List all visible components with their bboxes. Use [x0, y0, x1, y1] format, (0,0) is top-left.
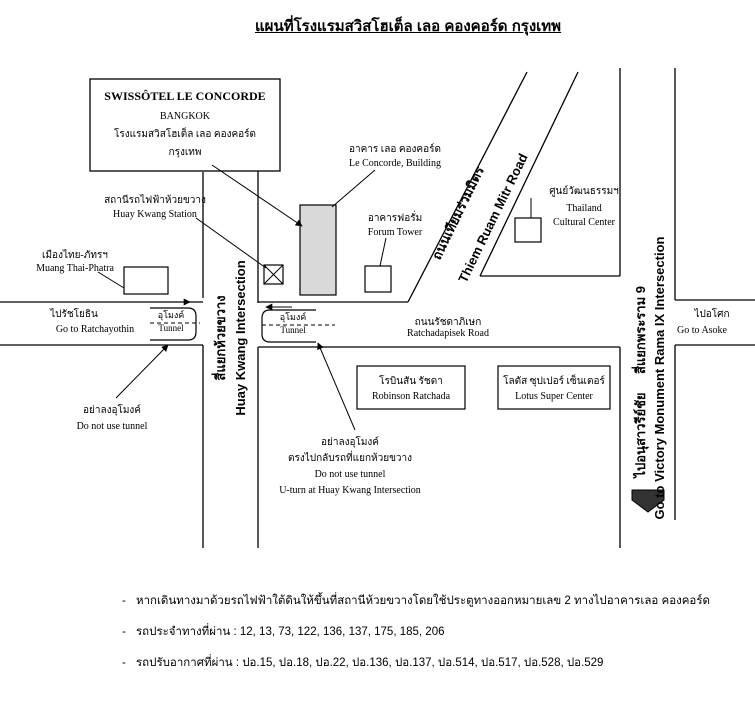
victory-label-th: ไปอนุสาวรีย์ชัย: [632, 392, 649, 479]
asoke-label-th: ไปอโศก: [693, 307, 729, 320]
left-tunnel-label-en: Tunnel: [158, 323, 184, 333]
hotel-city-th: กรุงเทพ: [169, 147, 202, 158]
thiem-road-left-edge: [407, 71, 528, 303]
hotel-name-en: SWISSÔTEL LE CONCORDE: [104, 89, 265, 103]
hotel-city-en: BANGKOK: [160, 111, 211, 122]
cultural-label-th: ศูนย์วัฒนธรรมฯ: [549, 185, 619, 197]
hotel-pointer-arrow: [211, 164, 303, 227]
note-bus-text: รถประจำทางที่ผ่าน : 12, 13, 73, 122, 136…: [136, 626, 445, 638]
robinson-label-th: โรบินสัน รัชดา: [379, 374, 443, 387]
left-tunnel-warning-arrow: [115, 344, 169, 399]
lotus-label-th: โลตัส ซุปเปอร์ เซ็นเตอร์: [503, 373, 605, 387]
right-tunnel-warning-arrow: [317, 342, 356, 431]
right-warning-en-2: U-turn at Huay Kwang Intersection: [279, 485, 421, 496]
right-warning-en-1: Do not use tunnel: [315, 469, 386, 480]
muang-label-th: เมืองไทย-ภัทรฯ: [42, 249, 108, 261]
forum-tower-building: [364, 265, 392, 293]
right-warning-th-2: ตรงไปกลับรถที่แยกห้วยขวาง: [288, 450, 412, 464]
right-tunnel-label-th: อุโมงค์: [280, 311, 307, 323]
note-mrt-text: หากเดินทางมาด้วยรถไฟฟ้าใต้ดินให้ขึ้นที่ส…: [136, 595, 710, 607]
note-mrt: -หากเดินทางมาด้วยรถไฟฟ้าใต้ดินให้ขึ้นที่…: [122, 595, 710, 607]
right-warning-th-1: อย่าลงอุโมงค์: [321, 435, 379, 448]
forum-pointer: [379, 237, 387, 267]
note-bus: -รถประจำทางที่ผ่าน : 12, 13, 73, 122, 13…: [122, 626, 445, 638]
muang-thai-building: [123, 266, 169, 295]
ratcha-road-label-th: ถนนรัชดาภิเษก: [415, 317, 482, 328]
ratcha-road-label-en: Ratchadapisek Road: [407, 328, 489, 339]
thiem-road-right-edge: [479, 71, 579, 277]
muang-pointer: [97, 271, 125, 289]
station-pointer: [195, 217, 267, 269]
asoke-label-en: Go to Asoke: [677, 325, 728, 336]
hotel-name-th: โรงแรมสวิสโฮเต็ล เลอ คองคอร์ด: [114, 126, 256, 140]
le-concorde-label-en: Le Concorde, Building: [349, 158, 441, 169]
rama9-label-en: Go to Victory Monument Rama IX Intersect…: [652, 236, 667, 519]
le-concorde-label-th: อาคาร เลอ คองคอร์ด: [349, 143, 441, 155]
station-label-en: Huay Kwang Station: [113, 209, 197, 220]
le-concorde-building: [299, 204, 337, 296]
left-warning-th: อย่าลงอุโมงค์: [83, 403, 141, 416]
lotus-label-en: Lotus Super Center: [515, 391, 593, 402]
forum-label-th: อาคารฟอรั่ม: [368, 210, 422, 224]
forum-label-en: Forum Tower: [368, 227, 423, 238]
tunnel-left: [150, 307, 200, 341]
left-tunnel-label-th: อุโมงค์: [158, 309, 185, 321]
le-concorde-pointer: [331, 169, 376, 208]
ratchayothin-label-th: ไปรัชโยธิน: [49, 307, 98, 320]
station-label-th: สถานีรถไฟฟ้าห้วยขวาง: [104, 194, 206, 206]
left-warning-en: Do not use tunnel: [77, 421, 148, 432]
down-arrow-icon: [631, 489, 665, 513]
hotel-box: [89, 78, 281, 172]
note-ac-bus: -รถปรับอากาศที่ผ่าน : ปอ.15, ปอ.18, ปอ.2…: [122, 657, 604, 669]
lotus-building: [497, 365, 611, 410]
cultural-label-en-1: Thailand: [566, 203, 602, 214]
muang-label-en: Muang Thai-Phatra: [36, 263, 114, 274]
right-tunnel-label-en: Tunnel: [280, 325, 306, 335]
cultural-center-building: [514, 217, 542, 243]
huaykwang-label-en: Huay Kwang Intersection: [233, 260, 248, 415]
rama9-label-th: สี่แยกพระราม 9: [631, 286, 648, 374]
robinson-label-en: Robinson Ratchada: [372, 391, 451, 402]
road-lines: [0, 68, 755, 548]
robinson-building: [356, 365, 466, 410]
map-title: แผนที่โรงแรมสวิสโฮเต็ล เลอ คองคอร์ด กรุง…: [255, 18, 562, 35]
pointer-lines: [97, 164, 532, 431]
cultural-label-en-2: Cultural Center: [553, 217, 616, 228]
note-ac-bus-text: รถปรับอากาศที่ผ่าน : ปอ.15, ปอ.18, ปอ.22…: [136, 657, 604, 669]
huay-kwang-station-icon: [263, 264, 284, 285]
ratchayothin-label-en: Go to Ratchayothin: [56, 324, 134, 335]
huaykwang-label-th: สี่แยกห้วยขวาง: [211, 295, 228, 380]
notes-list: -หากเดินทางมาด้วยรถไฟฟ้าใต้ดินให้ขึ้นที่…: [122, 592, 710, 685]
